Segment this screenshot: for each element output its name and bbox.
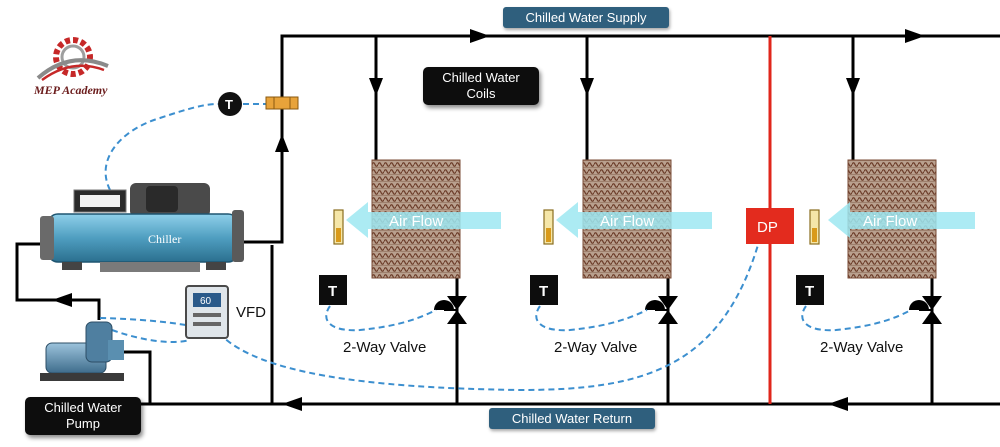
air-flow-label-3: Air Flow bbox=[863, 213, 917, 230]
two-way-valve-icon bbox=[645, 296, 678, 324]
thermometer-icon bbox=[543, 209, 554, 245]
gear-logo-icon bbox=[36, 37, 109, 82]
pump-label: Chilled Water Pump bbox=[25, 397, 141, 435]
chiller-icon bbox=[40, 183, 244, 272]
temp-sensor-label: T bbox=[225, 97, 233, 112]
coils-label-line1: Chilled Water bbox=[442, 70, 520, 85]
pump-label-line1: Chilled Water bbox=[44, 400, 122, 415]
vfd-icon bbox=[185, 285, 229, 339]
sensor-label-2: T bbox=[539, 283, 548, 300]
dp-box bbox=[746, 208, 794, 244]
flow-arrow-icon bbox=[275, 29, 925, 152]
pump-loop-pipe bbox=[15, 242, 152, 404]
air-flow-label-2: Air Flow bbox=[600, 213, 654, 230]
pump-label-line2: Pump bbox=[66, 416, 100, 431]
control-lines bbox=[99, 103, 912, 392]
flow-arrow-icon bbox=[580, 78, 594, 96]
air-flow-arrow-1 bbox=[346, 202, 501, 238]
sensor-box-3 bbox=[796, 275, 824, 305]
flow-arrow-icon bbox=[846, 78, 860, 96]
temperature-sensor-icon bbox=[218, 92, 299, 116]
flow-arrow-icon bbox=[282, 397, 848, 411]
two-way-valve-icon bbox=[434, 296, 467, 324]
thermometer-icon bbox=[333, 209, 344, 245]
valve-label-3: 2-Way Valve bbox=[820, 339, 904, 356]
valve-label-2: 2-Way Valve bbox=[554, 339, 638, 356]
sensor-box-1 bbox=[319, 275, 347, 305]
supply-label: Chilled Water Supply bbox=[503, 7, 669, 28]
chiller-label: Chiller bbox=[148, 232, 181, 246]
air-flow-arrow-3 bbox=[828, 202, 975, 238]
pump-icon bbox=[40, 321, 124, 381]
thermometer-icon bbox=[809, 209, 820, 245]
vfd-display: 60 bbox=[200, 296, 212, 307]
sensor-label-1: T bbox=[328, 283, 337, 300]
two-way-valve-icon bbox=[909, 296, 942, 324]
coils-label-line2: Coils bbox=[466, 86, 496, 101]
dp-label: DP bbox=[757, 219, 778, 236]
return-pipe bbox=[130, 245, 1000, 406]
vfd-label: VFD bbox=[236, 304, 266, 321]
sensor-label-3: T bbox=[805, 283, 814, 300]
return-label: Chilled Water Return bbox=[489, 408, 655, 429]
valve-label-1: 2-Way Valve bbox=[343, 339, 427, 356]
air-flow-label-1: Air Flow bbox=[389, 213, 443, 230]
air-flow-arrow-2 bbox=[556, 202, 712, 238]
flow-arrow-icon bbox=[369, 78, 383, 96]
sensor-box-2 bbox=[530, 275, 558, 305]
flow-arrow-icon bbox=[52, 293, 72, 307]
coils-label: Chilled Water Coils bbox=[423, 67, 539, 105]
brand-name: MEP Academy bbox=[34, 83, 108, 97]
